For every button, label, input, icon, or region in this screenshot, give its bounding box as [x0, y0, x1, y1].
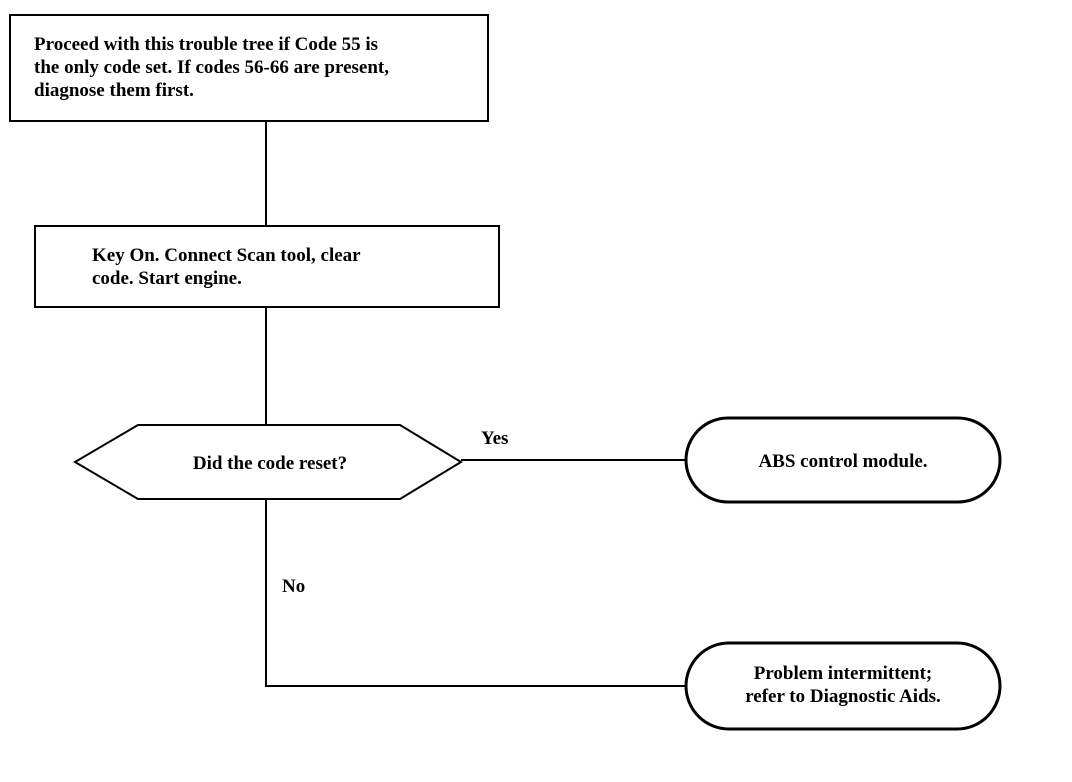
edge-label-yes: Yes [481, 428, 509, 449]
terminal-no-shape [684, 641, 1002, 731]
terminal-no-text: Problem intermittent; refer to Diagnosti… [745, 663, 941, 707]
start-box-text: Proceed with this trouble tree if Code 5… [34, 34, 389, 101]
decision-text: Did the code reset? [192, 452, 348, 474]
decision-hexagon [73, 424, 463, 500]
terminal-yes-text: ABS control module. [758, 450, 928, 472]
connector-decision-no [265, 499, 688, 687]
terminal-yes-shape [684, 416, 1002, 504]
start-box [9, 14, 489, 122]
edge-label-no: No [282, 576, 306, 597]
step-box-text: Key On. Connect Scan tool, clear code. S… [92, 245, 361, 289]
step-box [34, 225, 500, 308]
